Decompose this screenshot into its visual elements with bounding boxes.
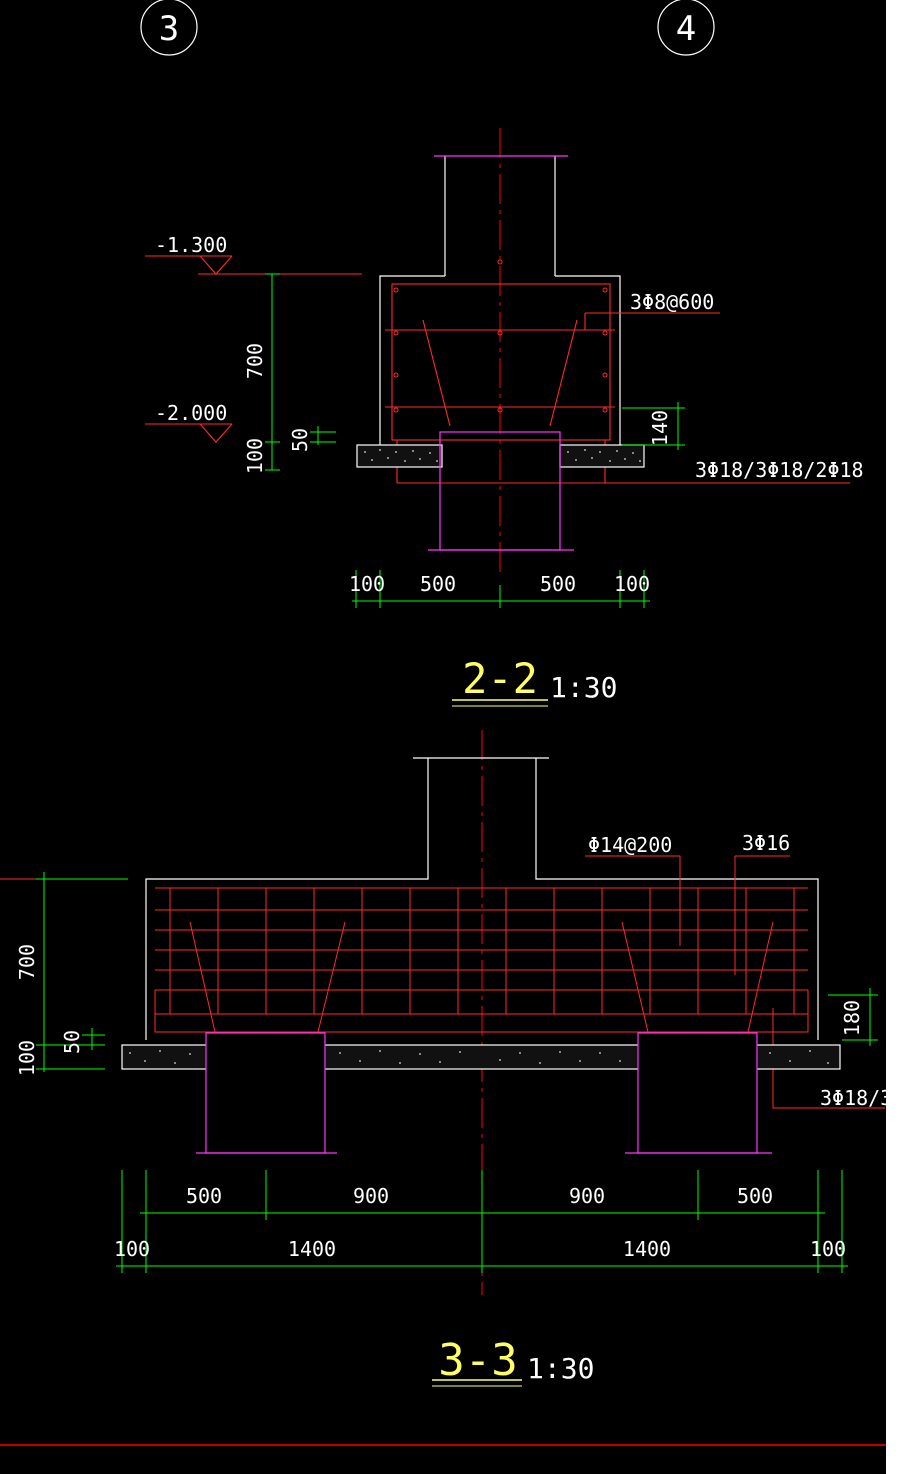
dim-bottom-2: 500 (420, 572, 456, 596)
dim-cover-3-3: 50 (60, 1030, 84, 1054)
dim-side-2-2: 140 (648, 410, 672, 446)
rebar-mesh (0, 855, 885, 1109)
dim-row2-3: 1400 (623, 1237, 671, 1261)
dim-side-3-3: 180 (840, 1000, 864, 1036)
dim-row2-4: 100 (810, 1237, 846, 1261)
dim-height-2-2: 700 (243, 343, 267, 379)
dim-cover-2-2: 50 (288, 428, 312, 452)
dim-pad-2-2: 100 (243, 438, 267, 474)
mesh-label-3-3: Φ14@200 (588, 833, 672, 857)
dim-row1-4: 500 (737, 1184, 773, 1208)
lower-column-2-2 (428, 431, 574, 551)
section-2-2-scale: 1:30 (550, 671, 617, 704)
dim-bottom-4: 100 (614, 572, 650, 596)
dim-row1-3: 900 (569, 1184, 605, 1208)
dim-row1-1: 500 (186, 1184, 222, 1208)
top-rebar-label-3-3: 3Φ16 (742, 831, 790, 855)
stirrup-label-2-2: 3Φ8@600 (630, 290, 714, 314)
bottom-rebar-label-3-3: 3Φ18/3 (820, 1086, 892, 1110)
grid-axis-3-label: 3 (159, 9, 179, 49)
section-3-3: 700 50 100 180 Φ14@200 3Φ16 3Φ18/3 500 9… (0, 730, 892, 1387)
bottom-dimensions-2-2 (352, 570, 650, 608)
grid-axis-4-label: 4 (676, 9, 696, 49)
dim-height-3-3: 700 (15, 944, 39, 980)
main-rebar-label-2-2: 3Φ18/3Φ18/2Φ18 (695, 458, 864, 482)
beam-outline (379, 275, 621, 445)
window-edge (886, 0, 900, 1474)
grid-axis-4: 4 (657, 0, 715, 56)
rebar-dots (393, 259, 608, 413)
right-dimension-3-3 (828, 988, 878, 1046)
left-dimensions-2-2 (265, 273, 336, 471)
dim-pad-3-3: 100 (15, 1040, 39, 1076)
right-dimension-2-2 (622, 402, 685, 450)
dim-bottom-3: 500 (540, 572, 576, 596)
section-2-2: -1.300 -2.000 700 100 50 140 3Φ8@600 3Φ1… (145, 128, 864, 707)
bottom-dimensions-3-3 (116, 1170, 848, 1273)
section-3-3-title: 3-3 (438, 1335, 517, 1386)
dim-row2-2: 1400 (288, 1237, 336, 1261)
upper-column (444, 156, 556, 276)
section-3-3-scale: 1:30 (527, 1352, 594, 1385)
lower-columns-3-3 (196, 1032, 772, 1154)
left-dimensions-3-3 (36, 872, 128, 1072)
wide-beam-outline (145, 758, 819, 1040)
concrete-pad-2-2 (356, 444, 645, 468)
section-2-2-title: 2-2 (462, 654, 538, 703)
dim-row1-2: 900 (353, 1184, 389, 1208)
grid-axis-3: 3 (140, 0, 198, 56)
dim-row2-1: 100 (114, 1237, 150, 1261)
dim-bottom-1: 100 (349, 572, 385, 596)
elevation-top-label: -1.300 (155, 233, 227, 257)
elevation-bottom-label: -2.000 (155, 401, 227, 425)
